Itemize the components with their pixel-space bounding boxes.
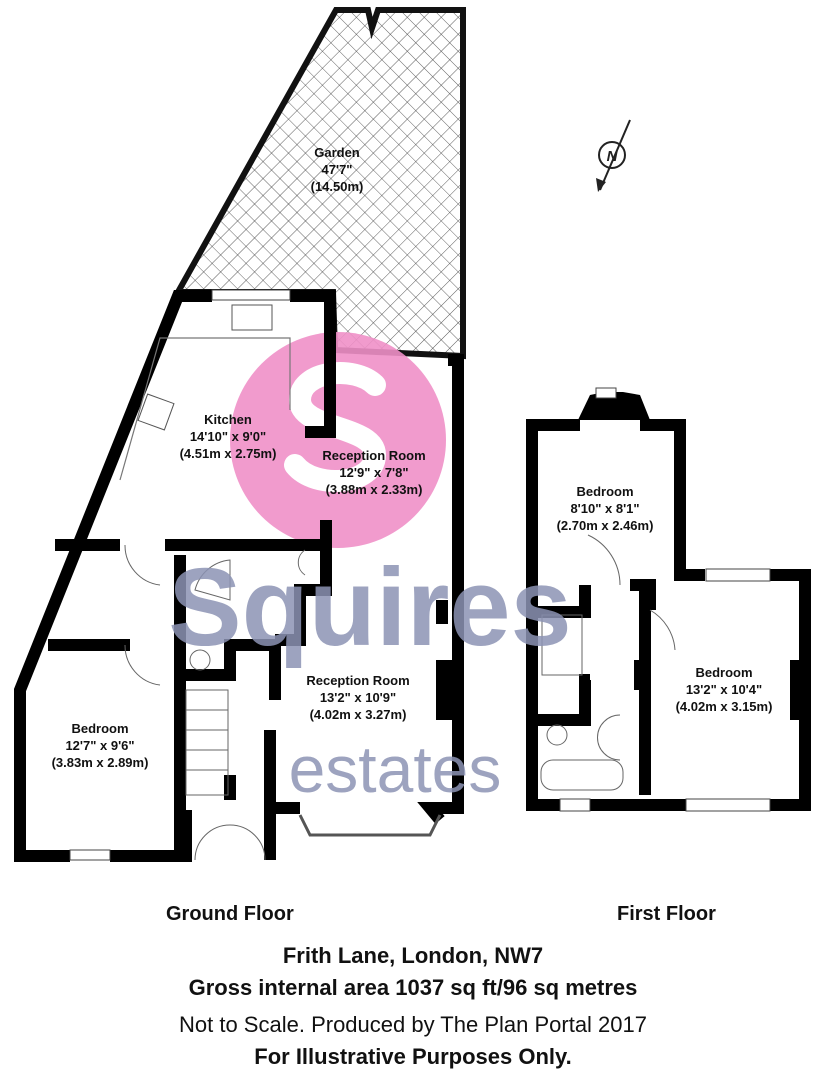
bay-window [298,814,442,837]
room-dim-imperial: 47'7" [321,162,353,177]
address: Frith Lane, London, NW7 [282,943,544,968]
room-dim-imperial: 13'2" x 10'4" [685,682,763,697]
room-dim-metric: (2.70m x 2.46m) [556,518,654,533]
disclaimer: Not to Scale. Produced by The Plan Porta… [179,1012,647,1037]
room-name: Bedroom [695,665,753,680]
room-dim-metric: (3.88m x 2.33m) [325,482,423,497]
gross-area: Gross internal area 1037 sq ft/96 sq met… [188,975,638,1000]
room-label-bedroom-first-large: Bedroom 13'2" x 10'4" (4.02m x 3.15m) [676,664,773,715]
ground-floor-label: Ground Floor [166,903,294,925]
room-dim-imperial: 13'2" x 10'9" [319,690,397,705]
room-dim-metric: (3.83m x 2.89m) [51,755,149,770]
room-name: Garden [314,145,360,160]
room-dim-imperial: 12'9" x 7'8" [339,465,409,480]
room-dim-imperial: 8'10" x 8'1" [570,501,640,516]
room-label-bedroom-ground: Bedroom 12'7" x 9'6" (3.83m x 2.89m) [52,720,149,771]
watermark-circle [230,332,446,548]
room-dim-metric: (4.02m x 3.27m) [309,707,407,722]
room-label-kitchen: Kitchen 14'10" x 9'0" (4.51m x 2.75m) [180,411,277,462]
room-name: Reception Room [322,448,426,463]
room-dim-metric: (4.02m x 3.15m) [675,699,773,714]
room-label-reception-front: Reception Room 13'2" x 10'9" (4.02m x 3.… [306,672,409,723]
first-floor-walls [526,419,811,811]
room-dim-imperial: 14'10" x 9'0" [189,429,267,444]
watermark-brand: Squires [168,546,571,669]
watermark-sub: estates [289,732,502,806]
illustrative-note: For Illustrative Purposes Only. [254,1044,572,1069]
north-compass-icon: N [596,119,631,192]
room-dim-metric: (4.51m x 2.75m) [179,446,277,461]
room-name: Bedroom [71,721,129,736]
room-name: Bedroom [576,484,634,499]
room-label-bedroom-first-small: Bedroom 8'10" x 8'1" (2.70m x 2.46m) [557,483,654,534]
room-name: Kitchen [204,412,252,427]
ground-floor-walls [14,290,464,862]
room-dim-imperial: 12'7" x 9'6" [65,738,135,753]
svg-text:N: N [607,148,619,165]
room-label-reception-rear: Reception Room 12'9" x 7'8" (3.88m x 2.3… [322,447,425,498]
room-dim-metric: (14.50m) [310,179,364,194]
first-floor-label: First Floor [617,903,716,925]
room-label-garden: Garden 47'7" (14.50m) [311,144,364,195]
room-name: Reception Room [306,673,410,688]
